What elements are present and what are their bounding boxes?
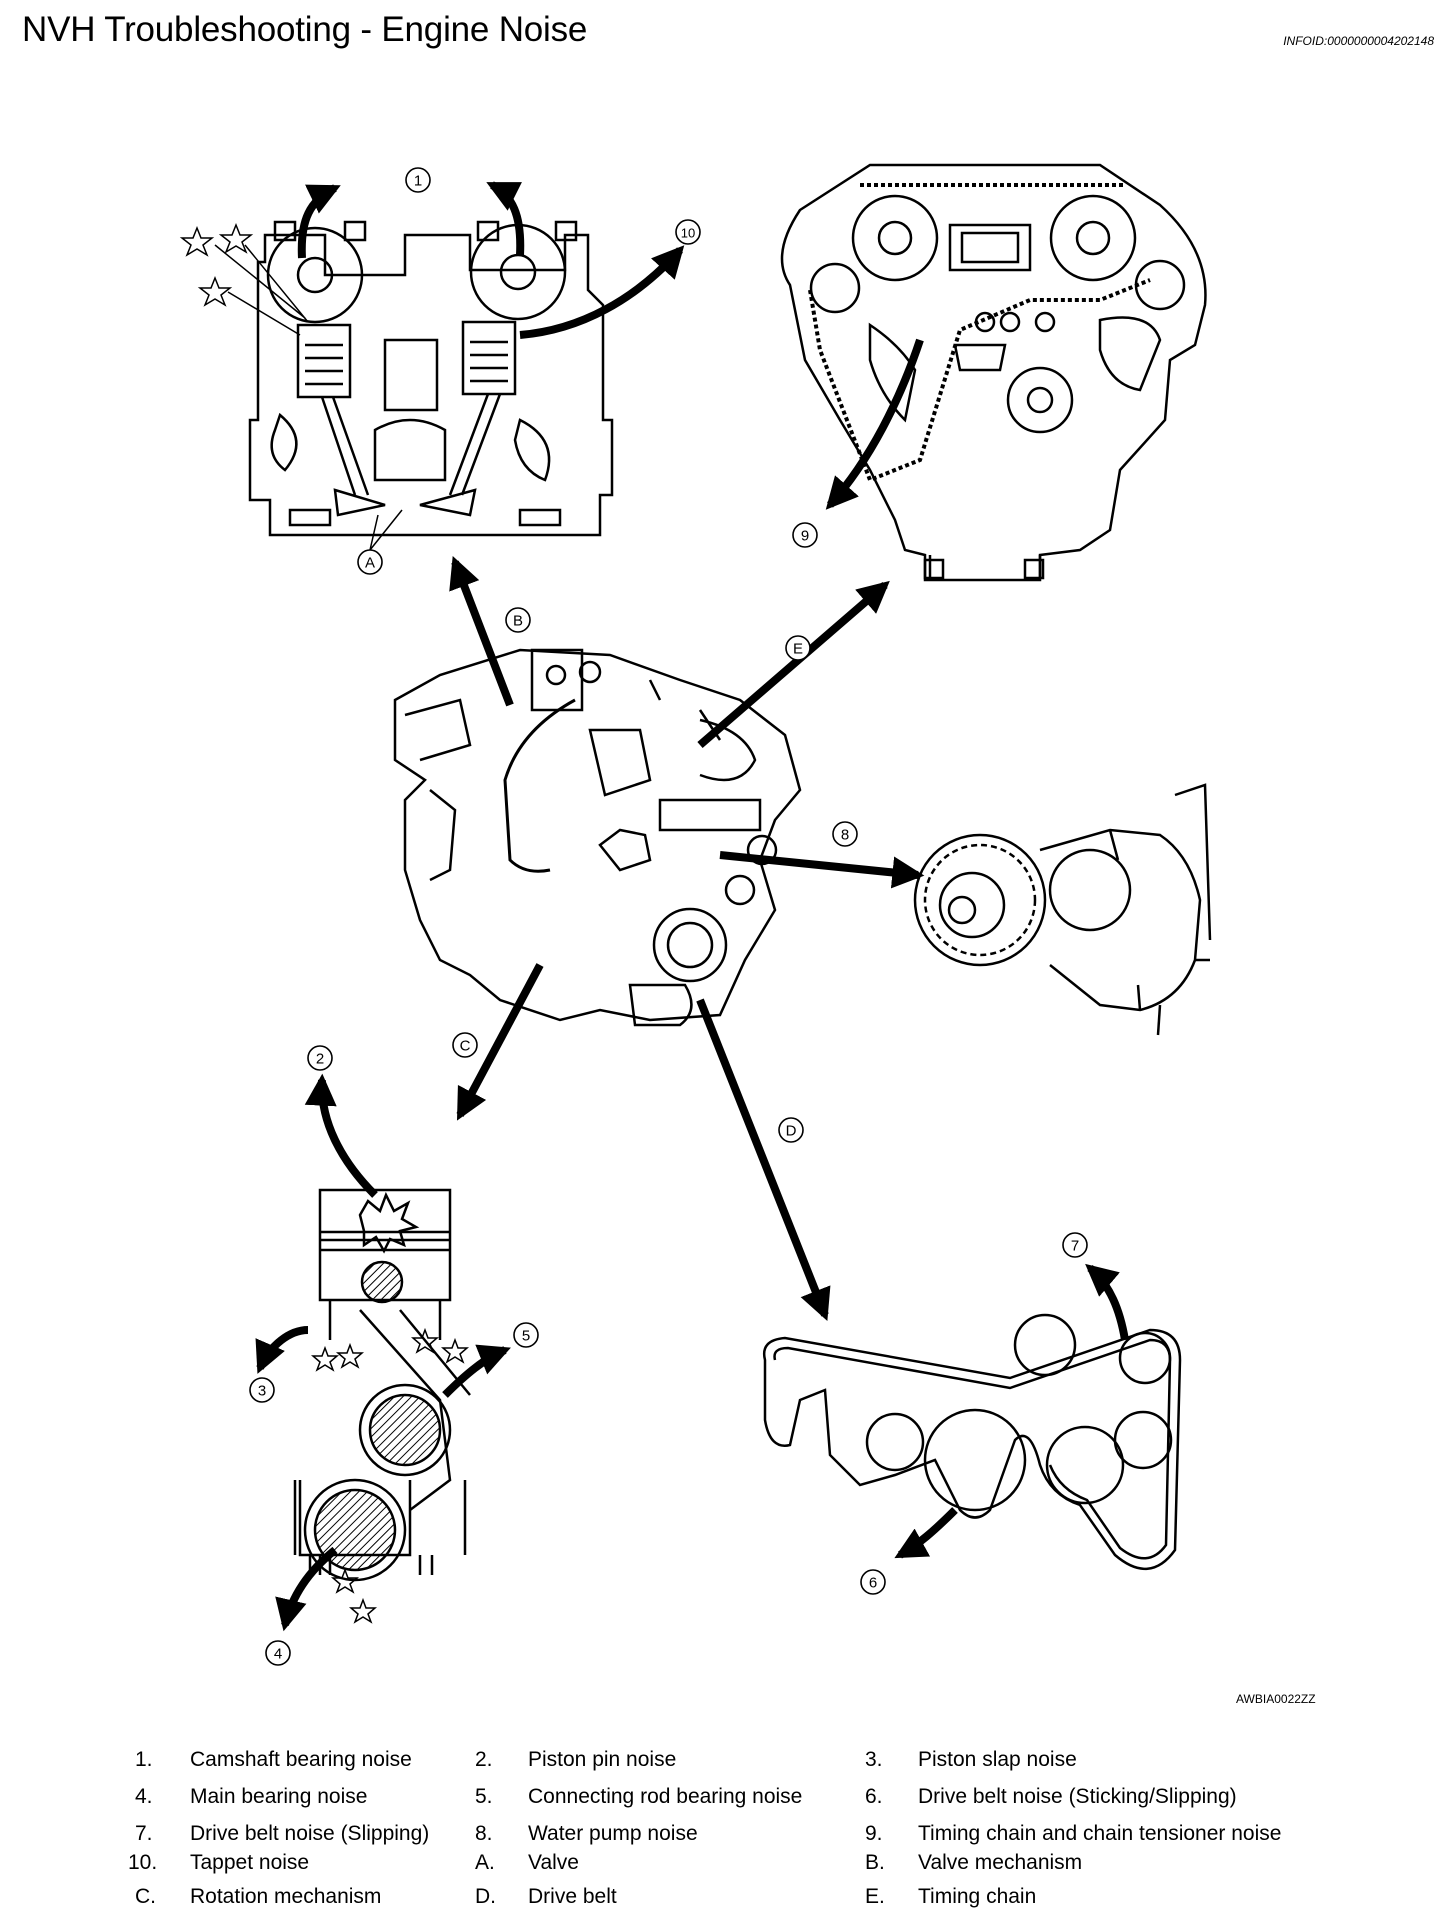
callout-C: C xyxy=(460,1038,471,1055)
callout-5: 5 xyxy=(522,1328,530,1345)
legend-num: C. xyxy=(135,1885,156,1908)
legend-label: Piston slap noise xyxy=(918,1748,1077,1771)
legend-label: Tappet noise xyxy=(190,1851,310,1874)
callout-2: 2 xyxy=(316,1051,324,1068)
legend-num: A. xyxy=(475,1851,495,1874)
legend-label: Drive belt xyxy=(528,1885,617,1908)
legend-num: 8. xyxy=(475,1822,493,1845)
legend-label: Piston pin noise xyxy=(528,1748,677,1771)
legend-num: 9. xyxy=(865,1822,883,1845)
legend-num: 6. xyxy=(865,1785,883,1808)
legend-num: 1. xyxy=(135,1748,153,1771)
engine-block-illustration xyxy=(393,648,802,1027)
page-title: NVH Troubleshooting - Engine Noise xyxy=(22,10,588,49)
callout-6: 6 xyxy=(869,1575,877,1592)
water-pump-illustration xyxy=(913,783,1212,1036)
legend-num: 3. xyxy=(865,1748,883,1771)
info-id: INFOID:0000000004202148 xyxy=(1283,34,1434,48)
legend-num: B. xyxy=(865,1851,885,1874)
timing-chain-illustration xyxy=(780,163,1207,582)
figure-code: AWBIA0022ZZ xyxy=(1236,1692,1316,1706)
legend-label: Drive belt noise (Sticking/Slipping) xyxy=(918,1785,1237,1808)
legend: 1. Camshaft bearing noise 2. Piston pin … xyxy=(0,1735,1456,1915)
legend-label: Water pump noise xyxy=(528,1822,698,1845)
piston-illustration xyxy=(293,1188,471,1582)
callout-4: 4 xyxy=(274,1646,282,1663)
legend-label: Valve mechanism xyxy=(918,1851,1083,1874)
callout-7: 7 xyxy=(1071,1238,1079,1255)
cylinder-head-illustration xyxy=(248,220,614,537)
legend-label: Drive belt noise (Slipping) xyxy=(190,1822,430,1845)
legend-label: Rotation mechanism xyxy=(190,1885,382,1908)
legend-num: 7. xyxy=(135,1822,153,1845)
legend-num: 5. xyxy=(475,1785,493,1808)
legend-num: D. xyxy=(475,1885,496,1908)
legend-num: 4. xyxy=(135,1785,153,1808)
legend-label: Timing chain and chain tensioner noise xyxy=(918,1822,1282,1845)
callout-10: 10 xyxy=(681,226,695,241)
callout-3: 3 xyxy=(258,1383,266,1400)
callout-1: 1 xyxy=(414,173,422,190)
callout-B: B xyxy=(513,613,523,630)
legend-label: Connecting rod bearing noise xyxy=(528,1785,803,1808)
callout-A: A xyxy=(365,555,375,572)
legend-label: Camshaft bearing noise xyxy=(190,1748,412,1771)
legend-label: Main bearing noise xyxy=(190,1785,368,1808)
legend-num: 10. xyxy=(128,1851,158,1874)
legend-num: 2. xyxy=(475,1748,493,1771)
legend-num: E. xyxy=(865,1885,885,1908)
callout-9: 9 xyxy=(801,528,809,545)
callout-E: E xyxy=(793,641,803,658)
callout-8: 8 xyxy=(841,827,849,844)
callout-D: D xyxy=(786,1123,797,1140)
drive-belt-illustration xyxy=(762,1313,1182,1571)
legend-label: Valve xyxy=(528,1851,579,1874)
legend-label: Timing chain xyxy=(918,1885,1037,1908)
